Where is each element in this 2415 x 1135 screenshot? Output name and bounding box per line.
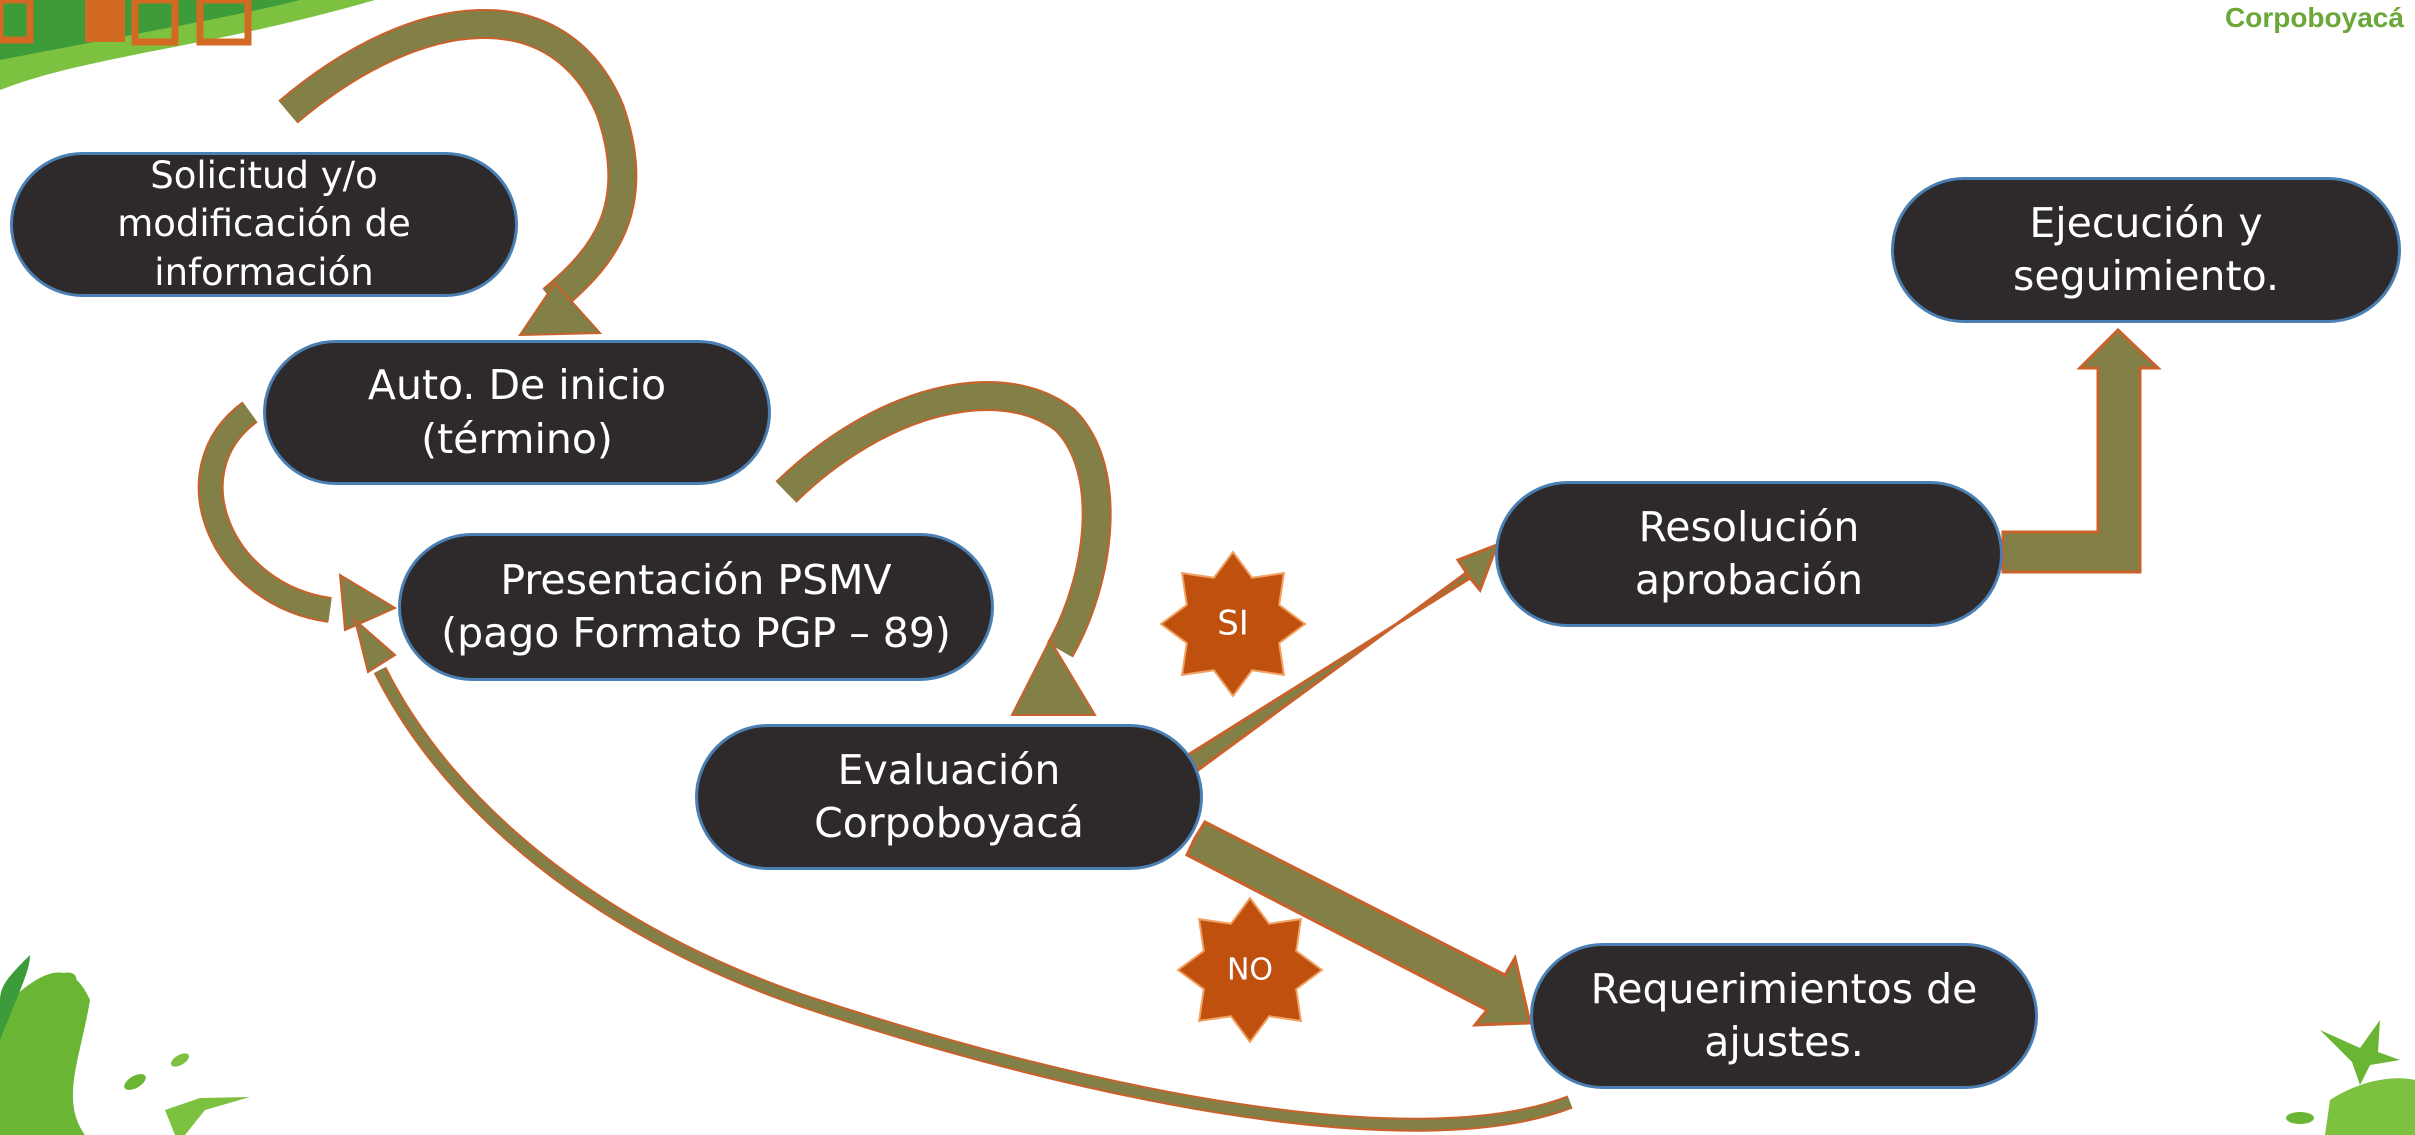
node-ejecucion: Ejecución y seguimiento. <box>1891 177 2401 323</box>
node-requerimientos: Requerimientos de ajustes. <box>1530 943 2038 1089</box>
leaf-decoration-bottom-left <box>0 955 250 1135</box>
brand-logo-text: Corpoboyacá <box>2225 2 2404 33</box>
node-solicitud: Solicitud y/o modificación de informació… <box>10 152 518 297</box>
leaf-decoration-top-left <box>0 0 375 90</box>
no-badge-label: NO <box>1227 953 1273 988</box>
leaf-decoration-bottom-right <box>2286 1020 2415 1135</box>
arrow-auto-to-presentacion <box>197 401 398 632</box>
si-badge-label: SI <box>1217 604 1249 644</box>
arrows-layer <box>197 9 2162 1132</box>
arrow-presentacion-to-evaluacion <box>775 381 1112 716</box>
node-auto-inicio: Auto. De inicio (término) <box>263 340 771 485</box>
arrow-solicitud-to-auto <box>278 9 638 337</box>
node-evaluacion: Evaluación Corpoboyacá <box>695 724 1203 870</box>
si-badge: SI <box>1159 550 1307 698</box>
no-badge: NO <box>1176 896 1324 1044</box>
arrow-evaluacion-to-resolucion <box>1185 542 1500 773</box>
node-presentacion: Presentación PSMV (pago Formato PGP – 89… <box>398 533 994 681</box>
node-resolucion: Resolución aprobación <box>1495 481 2003 627</box>
arrow-requerimientos-to-presentacion <box>353 617 1573 1132</box>
arrow-resolucion-to-ejecucion <box>2001 327 2162 574</box>
